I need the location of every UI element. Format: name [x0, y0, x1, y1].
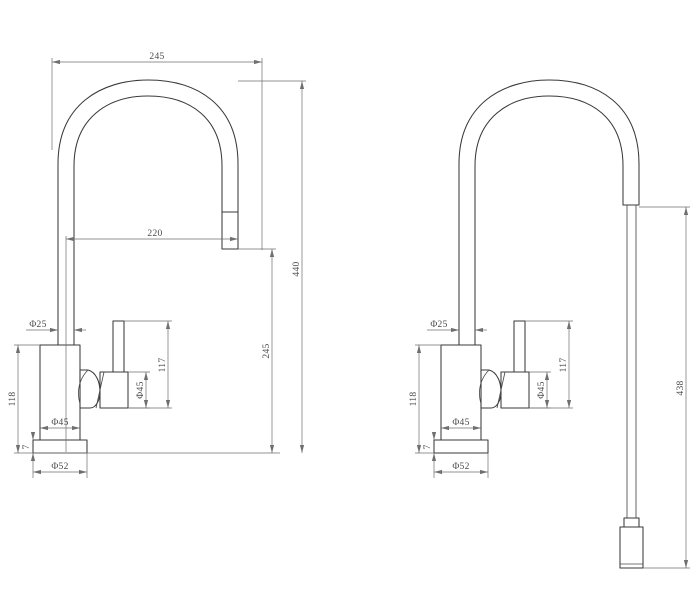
dimtext-hub-dia: Φ45 [136, 381, 146, 398]
view-right-dimensions: 438 118 7 Φ25 Φ45 Φ52 [409, 206, 690, 569]
handle-collar-edge-right [496, 371, 506, 409]
handle-lever [112, 320, 125, 373]
handle-lever-right [513, 320, 526, 373]
spout-inner-profile [73, 95, 223, 346]
dimtext-height-overall: 440 [292, 261, 302, 276]
dimtext-reach-overall: 245 [149, 52, 164, 62]
dimtext-reach-inner: 220 [147, 229, 162, 239]
handle-cam-shade-right [479, 369, 490, 405]
dimtext-body-height: 118 [8, 392, 18, 407]
dimtext-hose-length: 438 [676, 380, 686, 395]
handle-cam-shade [78, 369, 89, 405]
sprayhead-collar [623, 517, 640, 528]
handle-collar-right [500, 371, 530, 409]
dimtext-body-dia-right: Φ45 [452, 418, 469, 428]
dimtext-handle-height-right: 117 [559, 358, 569, 373]
dimtext-body-height-right: 118 [409, 392, 419, 407]
base-flange-right [433, 439, 489, 454]
dimtext-tube-dia: Φ25 [29, 320, 46, 330]
dimtext-height-spout: 245 [262, 343, 272, 358]
view-left-geometry [14, 79, 280, 454]
dimtext-cap-dia-right: Φ52 [452, 462, 469, 472]
spout-outer-profile [57, 79, 239, 346]
spout-outer-profile-right [458, 79, 640, 346]
handle-collar [99, 371, 129, 409]
view-left-dimensions: 245 220 440 245 118 7 Φ25 [8, 52, 306, 478]
view-right-geometry [433, 79, 644, 569]
base-flange [32, 439, 88, 454]
dimtext-body-dia: Φ45 [51, 418, 68, 428]
spout-inner-profile-right [474, 95, 624, 346]
dimtext-flange-thickness: 7 [22, 444, 32, 449]
dimtext-flange-thickness-right: 7 [423, 444, 433, 449]
sprayhead-body [619, 526, 644, 569]
dimtext-tube-dia-right: Φ25 [430, 320, 447, 330]
handle-collar-edge [95, 371, 105, 409]
dimtext-cap-dia: Φ52 [51, 462, 68, 472]
dimtext-handle-height: 117 [158, 358, 168, 373]
dimtext-hub-dia-right: Φ45 [537, 381, 547, 398]
